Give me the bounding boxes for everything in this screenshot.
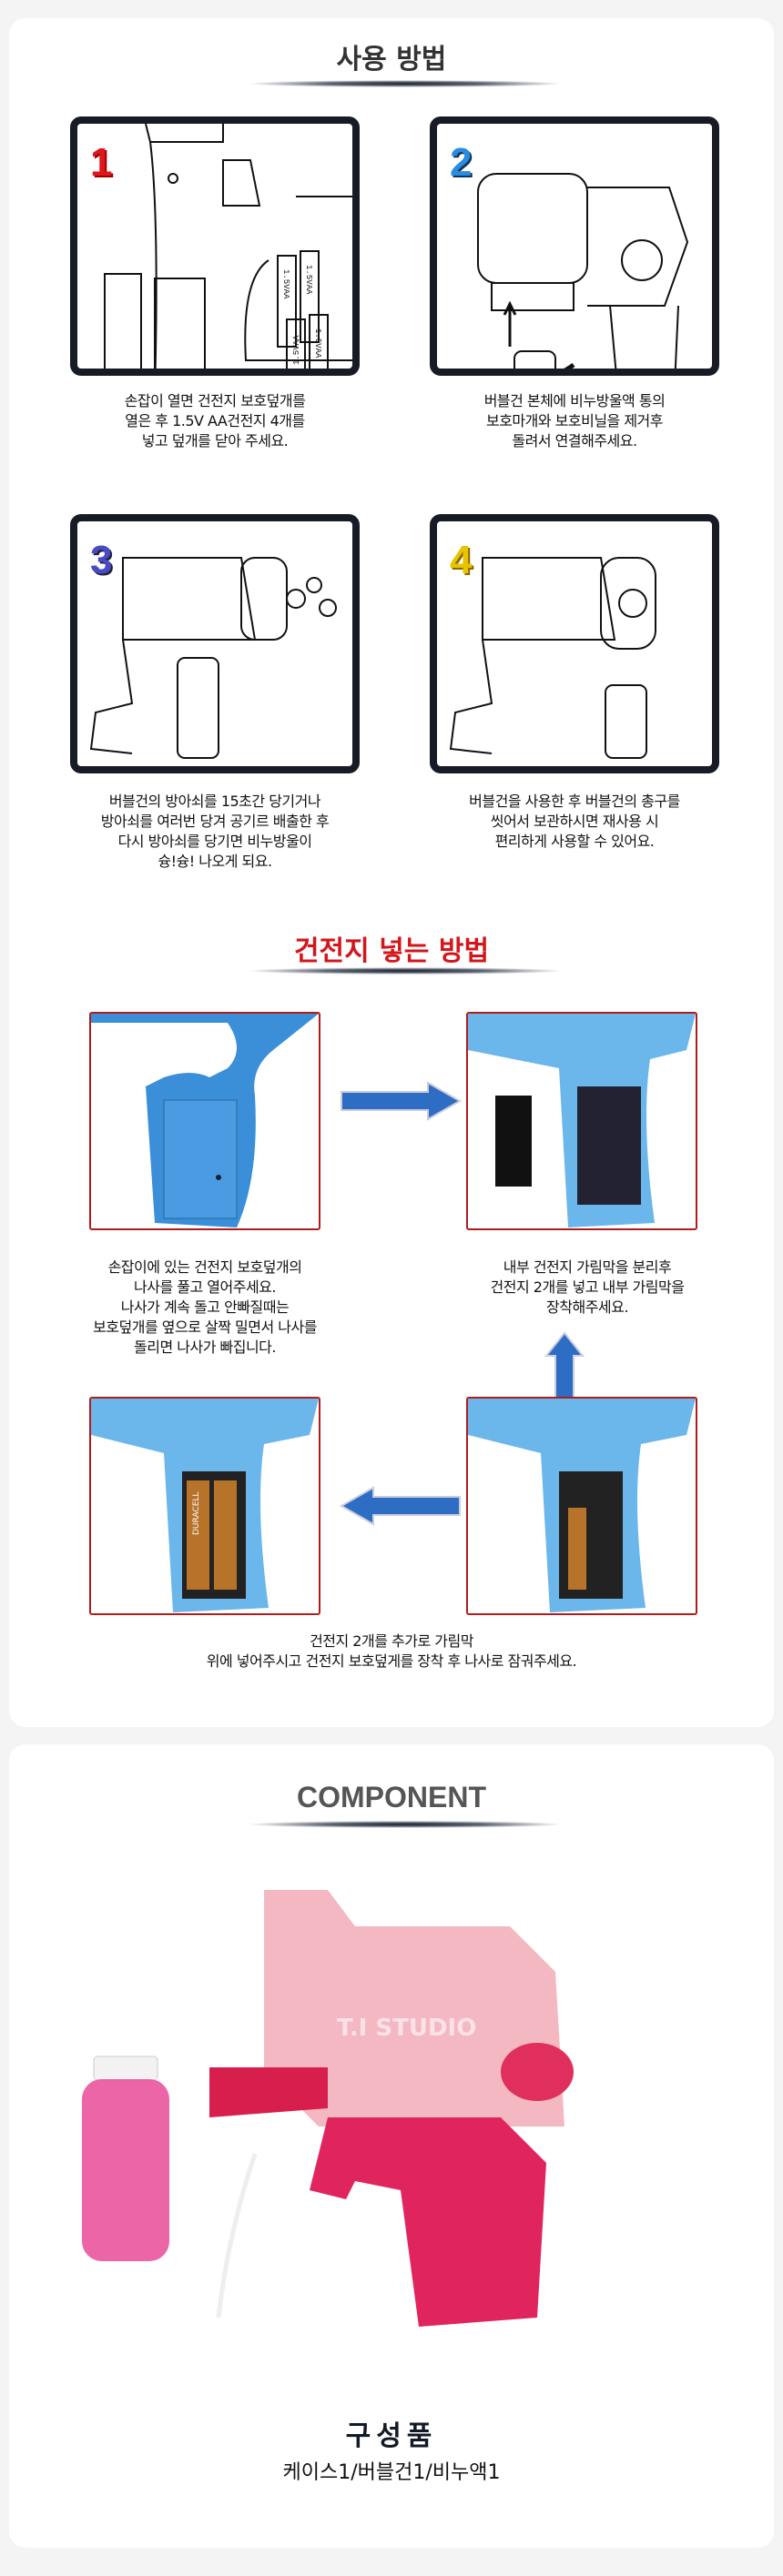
- caption-line: 열은 후 1.5V AA건전지 4개를: [125, 412, 305, 429]
- soap-bottle: [82, 2056, 169, 2261]
- step-number: 1: [90, 140, 113, 185]
- caption-line: 넣고 덮개를 닫아 주세요.: [141, 432, 289, 450]
- usage-title: 사용 방법: [336, 44, 447, 76]
- gun-two-batteries-photo: DURACELL: [91, 1399, 319, 1612]
- component-card: COMPONENT T.I STUDIO 구성품 케이스1/버블건1/비누액1: [9, 1744, 774, 2548]
- caption-line: 건전지 2개를 넣고 내부 가림막을: [490, 1278, 685, 1296]
- step-number: 3: [90, 538, 113, 582]
- battery-caption-3: 건전지 2개를 추가로 가림막 위에 넣어주시고 건전지 보호덮게를 장착 후 …: [9, 1631, 774, 1672]
- gun-covered-batteries-photo: [468, 1399, 696, 1612]
- caption-line: 장착해주세요.: [546, 1298, 628, 1316]
- arrow-right-icon: [337, 1078, 464, 1127]
- battery-photo-2: [466, 1012, 697, 1230]
- battery-label: 1.5VAA: [292, 335, 301, 365]
- battery-caption-2: 내부 건전지 가림막을 분리후 건전지 2개를 넣고 내부 가림막을 장착해주세…: [423, 1258, 751, 1318]
- caption-line: 버블건 본체에 비누방울액 통의: [483, 392, 666, 409]
- battery-label: 1.5VAA: [281, 269, 290, 299]
- step-3-caption: 버블건의 방아쇠를 15초간 당기거나 방아쇠를 여러번 당겨 공기르 배출한 …: [70, 792, 360, 872]
- caption-line: 손잡이 열면 건전지 보호덮개를: [124, 392, 306, 409]
- step-3-panel: 3: [70, 514, 360, 773]
- watermark: T.I STUDIO: [337, 2015, 476, 2042]
- battery-photo-3: DURACELL: [89, 1397, 320, 1615]
- step-4-caption: 버블건을 사용한 후 버블건의 총구를 씻어서 보관하시면 재사용 시 편리하게…: [430, 792, 719, 852]
- step-1-caption: 손잡이 열면 건전지 보호덮개를 열은 후 1.5V AA건전지 4개를 넣고 …: [70, 391, 360, 451]
- title-underline: [246, 80, 564, 87]
- caption-line: 건전지 2개를 추가로 가림막: [310, 1632, 473, 1650]
- title-underline: [246, 967, 564, 975]
- step-2-caption: 버블건 본체에 비누방울액 통의 보호마개와 보호비닐을 제거후 돌려서 연결해…: [430, 391, 719, 451]
- step-1-panel: 1 1.5VAA 1.5VAA 1.5VAA 1.5VAA: [70, 116, 360, 376]
- caption-line: 버블건을 사용한 후 버블건의 총구를: [469, 793, 680, 810]
- battery-brand: DURACELL: [192, 1492, 201, 1535]
- bubble-gun-bottle-illustration: [477, 173, 689, 369]
- caption-line: 위에 넣어주시고 건전지 보호덮게를 장착 후 나사로 잠궈주세요.: [206, 1652, 577, 1670]
- usage-card: 사용 방법 1 1.5VAA 1.5VAA 1.5VAA 1.5VAA 손잡이 …: [9, 18, 774, 1727]
- caption-line: 슝!슝! 나오게 되요.: [158, 853, 272, 870]
- battery-compartment-illustration: 1.5VAA 1.5VAA 1.5VAA 1.5VAA: [104, 124, 352, 369]
- step-number: 2: [450, 140, 473, 185]
- caption-line: 내부 건전지 가림막을 분리후: [503, 1258, 672, 1276]
- caption-line: 보호덮개를 옆으로 살짝 밀면서 나사를: [93, 1318, 317, 1336]
- caption-line: 방아쇠를 여러번 당겨 공기르 배출한 후: [100, 813, 330, 830]
- step-4-panel: 4: [430, 514, 719, 773]
- caption-line: 손잡이에 있는 건전지 보호덮개의: [107, 1258, 302, 1276]
- caption-line: 편리하게 사용할 수 있어요.: [494, 833, 655, 850]
- bubble-gun: T.I STUDIO: [209, 1890, 574, 2327]
- caption-line: 버블건의 방아쇠를 15초간 당기거나: [108, 793, 321, 810]
- battery-title: 건전지 넣는 방법: [293, 935, 490, 967]
- battery-photo-1: [89, 1012, 320, 1230]
- gun-compartment-open-photo: [468, 1014, 696, 1227]
- caption-line: 보호마개와 보호비닐을 제거후: [485, 412, 664, 429]
- step-number: 4: [450, 538, 473, 582]
- caption-line: 돌려서 연결해주세요.: [512, 432, 637, 450]
- arrow-left-icon: [337, 1483, 464, 1532]
- battery-label: 1.5VAA: [313, 328, 322, 359]
- gun-handle-closed-photo: [91, 1014, 319, 1227]
- battery-photo-4: [466, 1397, 697, 1615]
- component-items: 케이스1/버블건1/비누액1: [282, 2461, 501, 2484]
- caption-line: 돌리면 나사가 빠집니다.: [134, 1339, 276, 1356]
- caption-line: 나사를 풀고 열어주세요.: [134, 1278, 276, 1296]
- component-heading: 구성품: [345, 2420, 438, 2452]
- component-products-image: T.I STUDIO: [82, 1890, 574, 2327]
- battery-label: 1.5VAA: [304, 265, 313, 295]
- component-title: COMPONENT: [297, 1781, 486, 1813]
- bubble-gun-trigger-illustration: [89, 557, 337, 759]
- step-2-panel: 2: [430, 116, 719, 376]
- battery-caption-1: 손잡이에 있는 건전지 보호덮개의 나사를 풀고 열어주세요. 나사가 계속 돌…: [46, 1258, 364, 1358]
- bubble-gun-wash-illustration: [449, 557, 656, 759]
- caption-line: 다시 방아쇠를 당기면 비누방울이: [117, 833, 312, 850]
- caption-line: 나사가 계속 돌고 안빠질때는: [120, 1298, 290, 1316]
- caption-line: 씻어서 보관하시면 재사용 시: [490, 813, 659, 830]
- title-underline: [246, 1821, 564, 1828]
